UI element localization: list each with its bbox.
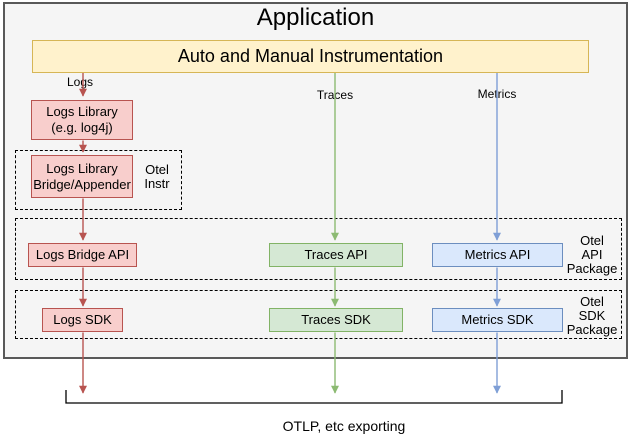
export-label: OTLP, etc exporting	[282, 418, 406, 434]
node-metrics-sdk: Metrics SDK	[432, 308, 563, 332]
flow-label-traces: Traces	[316, 88, 354, 102]
group-otel-instr	[15, 150, 182, 210]
node-traces-sdk: Traces SDK	[269, 308, 403, 332]
node-metrics-api: Metrics API	[432, 243, 563, 267]
group-label-otel-sdk-package: Otel SDK Package	[566, 294, 618, 337]
node-instrumentation: Auto and Manual Instrumentation	[32, 40, 589, 73]
group-otel-sdk-package	[15, 290, 622, 339]
group-label-otel-api-package: Otel API Package	[566, 233, 618, 276]
node-logs-library: Logs Library (e.g. log4j)	[31, 100, 133, 140]
node-logs-sdk: Logs SDK	[42, 308, 123, 332]
node-logs-library-bridge-appender: Logs Library Bridge/Appender	[31, 155, 133, 198]
application-title: Application	[256, 4, 375, 31]
flow-label-metrics: Metrics	[477, 87, 517, 101]
flow-label-logs: Logs	[66, 75, 94, 89]
group-otel-api-package	[15, 218, 622, 280]
export-bracket	[65, 390, 563, 404]
group-label-otel-instr: Otel Instr	[144, 162, 170, 191]
node-logs-bridge-api: Logs Bridge API	[28, 243, 137, 267]
node-traces-api: Traces API	[269, 243, 403, 267]
